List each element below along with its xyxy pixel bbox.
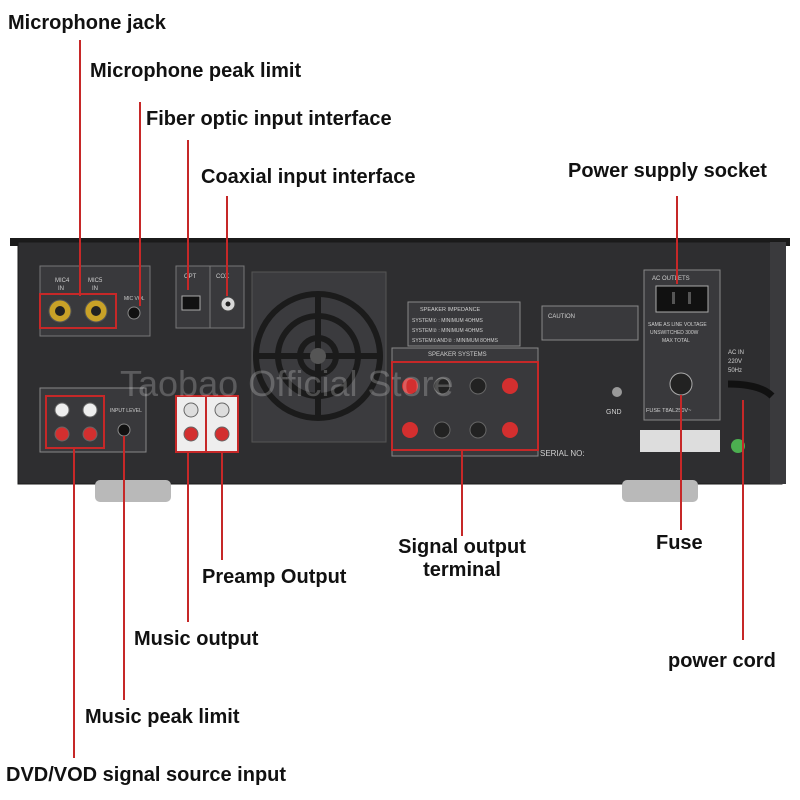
speaker-impedance-title: SPEAKER IMPEDANCE xyxy=(420,307,481,313)
cox-label: COX xyxy=(216,274,229,280)
max-total-text: MAX TOTAL xyxy=(662,338,690,344)
green-sticker xyxy=(731,439,745,453)
dvd-rca-red-1[interactable] xyxy=(54,426,70,442)
speaker-systems-title: SPEAKER SYSTEMS xyxy=(428,352,487,358)
watermark: Taobao Official Store xyxy=(120,363,454,404)
mic-vol-label: MIC VOL xyxy=(124,296,145,302)
power-cord xyxy=(727,380,775,399)
fan-hub xyxy=(310,348,326,364)
mic-volume-knob[interactable] xyxy=(127,306,141,320)
label-microphone-jack: Microphone jack xyxy=(8,12,166,34)
label-music-output: Music output xyxy=(134,628,259,650)
label-coaxial-input: Coaxial input interface xyxy=(201,166,416,188)
unswitched-text: UNSWITCHED 300W xyxy=(650,330,699,336)
input-level-knob[interactable] xyxy=(117,423,131,437)
speaker-impedance-label xyxy=(407,301,521,347)
speaker-terminals-highlight xyxy=(391,361,539,451)
label-power-supply-socket: Power supply socket xyxy=(568,160,767,182)
side-plate xyxy=(770,242,786,484)
voltage-label: 220V xyxy=(728,359,742,365)
label-fuse: Fuse xyxy=(656,532,703,554)
frequency-label: 50Hz xyxy=(728,368,742,374)
gnd-label: GND xyxy=(606,409,622,416)
foot-left xyxy=(95,480,171,502)
opt-label: OPT xyxy=(184,274,197,280)
speaker-terminals[interactable] xyxy=(402,377,518,439)
ac-outlet[interactable] xyxy=(655,285,709,313)
caution-plate xyxy=(541,305,639,341)
mic-in-a: IN xyxy=(58,286,64,292)
system-3-text: SYSTEM①AND② : MINIMUM 8OHMS xyxy=(412,338,499,344)
rca-input-plate xyxy=(39,387,147,453)
dvd-rca-white-1[interactable] xyxy=(54,402,70,418)
ground-screw[interactable] xyxy=(612,387,622,397)
label-signal-output-line2: terminal xyxy=(423,559,501,581)
mic-label-b: MIC5 xyxy=(88,278,103,284)
dvd-rca-white-2[interactable] xyxy=(82,402,98,418)
mic-in-b: IN xyxy=(92,286,98,292)
ac-outlets-label: AC OUTLETS xyxy=(652,276,690,282)
label-music-peak-limit: Music peak limit xyxy=(85,706,240,728)
system-1-text: SYSTEM① : MINIMUM 4OHMS xyxy=(412,318,484,324)
label-power-cord: power cord xyxy=(668,650,776,672)
ac-in-label: AC IN xyxy=(728,350,744,356)
same-ac-text: SAME AS LINE VOLTAGE xyxy=(648,322,707,328)
mic-jacks-highlight xyxy=(39,293,117,329)
speaker-systems-plate xyxy=(391,347,539,457)
fuse-holder[interactable] xyxy=(669,372,693,396)
label-fiber-optic-input: Fiber optic input interface xyxy=(146,108,392,130)
music-output-white[interactable] xyxy=(183,402,199,418)
label-dvd-vod-input: DVD/VOD signal source input xyxy=(6,764,287,786)
fuse-rating-text: FUSE T8AL250V~ xyxy=(646,408,691,414)
optical-port[interactable] xyxy=(181,295,201,311)
callout-lines xyxy=(73,40,744,758)
caution-text: CAUTION xyxy=(548,314,575,320)
preamp-output-white[interactable] xyxy=(214,402,230,418)
serial-label: SERIAL NO: xyxy=(540,449,585,458)
input-level-label: INPUT LEVEL xyxy=(110,408,142,414)
foot-right xyxy=(622,480,698,502)
dvd-rca-red-2[interactable] xyxy=(82,426,98,442)
system-2-text: SYSTEM② : MINIMUM 4OHMS xyxy=(412,328,484,334)
label-preamp-output: Preamp Output xyxy=(202,566,347,588)
label-signal-output-line1: Signal output xyxy=(398,536,526,558)
preamp-output-red[interactable] xyxy=(214,426,230,442)
label-signal-output-terminal: Signal output terminal xyxy=(384,536,540,582)
label-microphone-peak-limit: Microphone peak limit xyxy=(90,60,302,82)
music-output-red[interactable] xyxy=(183,426,199,442)
mic-label-a: MIC4 xyxy=(55,278,70,284)
